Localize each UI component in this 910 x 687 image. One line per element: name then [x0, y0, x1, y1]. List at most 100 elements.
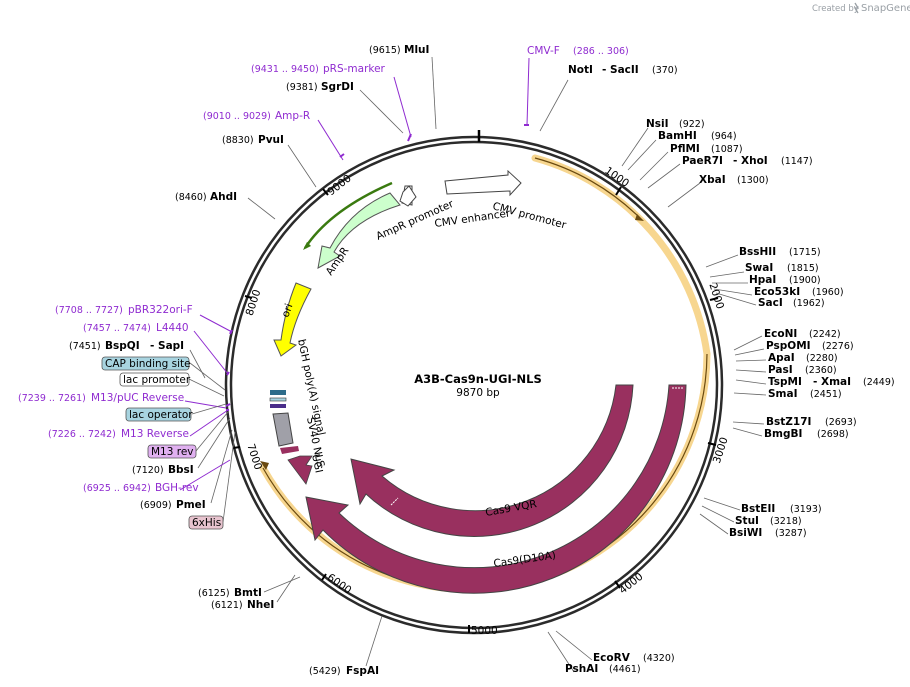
svg-text:(5429): (5429): [309, 666, 341, 677]
enzyme-notI[interactable]: NotI - SacII (370): [568, 64, 678, 76]
enzyme-ecoRV[interactable]: EcoRV (4320): [593, 652, 675, 664]
backbone-outer: [224, 135, 724, 635]
enzyme-bmgBI[interactable]: BmgBI (2698): [764, 428, 849, 440]
backbone-inner: [229, 140, 719, 630]
enzyme-nheI[interactable]: (6121) NheI: [211, 599, 274, 611]
svg-text:NheI: NheI: [247, 599, 274, 611]
enzyme-bssHII[interactable]: BssHII (1715): [739, 246, 821, 258]
enzyme-sgrDI[interactable]: (9381) SgrDI: [286, 81, 354, 93]
svg-text:NsiI: NsiI: [646, 118, 669, 130]
svg-text:EcoRV: EcoRV: [593, 652, 631, 664]
svg-text:NotI: NotI: [568, 64, 593, 76]
svg-text:BamHI: BamHI: [658, 130, 697, 142]
svg-text:PvuI: PvuI: [258, 134, 284, 146]
primer-m13-puc-reverse[interactable]: (7239 .. 7261) M13/pUC Reverse: [18, 392, 184, 404]
svg-text:EcoNI: EcoNI: [764, 328, 797, 340]
m13-rev-label[interactable]: M13 rev: [147, 444, 197, 459]
svg-text:- XmaI: - XmaI: [813, 376, 851, 388]
svg-text:(4320): (4320): [643, 653, 675, 664]
primer-amp-r[interactable]: (9010 .. 9029) Amp-R: [203, 110, 310, 122]
enzyme-bstEII[interactable]: BstEII (3193): [741, 503, 822, 515]
svg-text:(1960): (1960): [812, 287, 844, 298]
svg-text:BsiWI: BsiWI: [729, 527, 762, 539]
svg-text:(9381): (9381): [286, 82, 318, 93]
primer-prs-marker[interactable]: (9431 .. 9450) pRS-marker: [251, 63, 386, 75]
enzyme-pshAI[interactable]: PshAI (4461): [565, 663, 641, 675]
enzyme-apaI[interactable]: ApaI (2280): [768, 352, 838, 364]
svg-text:M13 Reverse: M13 Reverse: [121, 428, 189, 440]
svg-text:AhdI: AhdI: [210, 191, 237, 203]
svg-text:SmaI: SmaI: [768, 388, 798, 400]
lac-box-2: [269, 397, 287, 402]
enzyme-ahdI[interactable]: (8460) AhdI: [175, 191, 237, 203]
enzyme-bstZ17I[interactable]: BstZ17I (2693): [766, 416, 857, 428]
enzyme-tspMI[interactable]: TspMI - XmaI (2449): [768, 376, 895, 388]
svg-text:PspOMI: PspOMI: [766, 340, 811, 352]
enzyme-sacI[interactable]: SacI (1962): [758, 297, 825, 309]
sv40-nls-box: [280, 446, 299, 454]
enzyme-fspAI[interactable]: (5429) FspAI: [309, 665, 379, 677]
svg-text:FspAI: FspAI: [346, 665, 379, 677]
svg-text:pRS-marker: pRS-marker: [323, 63, 386, 75]
lac-promoter-label[interactable]: lac promoter: [119, 372, 191, 387]
svg-text:(7226 .. 7242): (7226 .. 7242): [48, 429, 116, 440]
tick-1000: 1000: [602, 165, 631, 190]
svg-text:HpaI: HpaI: [749, 274, 776, 286]
enzyme-pflMI[interactable]: PflMI (1087): [670, 143, 743, 155]
enzyme-paeR7I[interactable]: PaeR7I - XhoI (1147): [682, 155, 813, 167]
svg-text:BmtI: BmtI: [234, 587, 262, 599]
enzyme-eco53kI[interactable]: Eco53kI (1960): [754, 286, 844, 298]
enzyme-bmtI[interactable]: (6125) BmtI: [198, 587, 262, 599]
svg-text:lac operator: lac operator: [129, 409, 193, 421]
svg-text:BstZ17I: BstZ17I: [766, 416, 811, 428]
enzyme-pmeI[interactable]: (6909) PmeI: [140, 499, 206, 511]
enzyme-pvuI[interactable]: (8830) PvuI: [222, 134, 284, 146]
ampr-orf-band: [303, 181, 393, 249]
lac-operator-label[interactable]: lac operator: [125, 407, 193, 422]
ori-label: ori: [280, 302, 296, 319]
svg-text:BstEII: BstEII: [741, 503, 775, 515]
lac-box-1: [270, 390, 286, 395]
svg-text:(6121): (6121): [211, 600, 243, 611]
enzyme-bamHI[interactable]: BamHI (964): [658, 130, 737, 142]
enzyme-xbaI[interactable]: XbaI (1300): [699, 174, 769, 186]
primer-bgh-rev[interactable]: (6925 .. 6942) BGH-rev: [83, 482, 199, 494]
svg-text:(9431 .. 9450): (9431 .. 9450): [251, 64, 319, 75]
enzyme-nsiI[interactable]: NsiI (922): [646, 118, 705, 130]
svg-text:(2280): (2280): [806, 353, 838, 364]
svg-text:(6909): (6909): [140, 500, 172, 511]
enzyme-smaI[interactable]: SmaI (2451): [768, 388, 842, 400]
svg-text:PflMI: PflMI: [670, 143, 700, 155]
enzyme-pspOMI[interactable]: PspOMI (2276): [766, 340, 854, 352]
svg-text:(964): (964): [711, 131, 737, 142]
primer-pbr322ori-f[interactable]: (7708 .. 7727) pBR322ori-F: [55, 304, 193, 316]
svg-text:PasI: PasI: [768, 364, 793, 376]
enzyme-bsiWI[interactable]: BsiWI (3287): [729, 527, 807, 539]
svg-text:SgrDI: SgrDI: [321, 81, 354, 93]
svg-text:(3193): (3193): [790, 504, 822, 515]
cap-binding-site-label[interactable]: CAP binding site: [101, 356, 191, 371]
6xhis-label[interactable]: 6xHis: [188, 515, 224, 530]
enzyme-bspQI[interactable]: (7451) BspQI - SapI: [69, 340, 184, 352]
enzyme-bbsI[interactable]: (7120) BbsI: [132, 464, 194, 476]
lac-box-3: [270, 404, 286, 408]
svg-text:PmeI: PmeI: [176, 499, 206, 511]
svg-text:TspMI: TspMI: [768, 376, 802, 388]
enzyme-stuI[interactable]: StuI (3218): [735, 515, 802, 527]
svg-text:XbaI: XbaI: [699, 174, 726, 186]
primer-m13-reverse[interactable]: (7226 .. 7242) M13 Reverse: [48, 428, 189, 440]
primer-l4440[interactable]: (7457 .. 7474) L4440: [83, 322, 189, 334]
enzyme-hpaI[interactable]: HpaI (1900): [749, 274, 821, 286]
enzyme-mluI[interactable]: (9615) MluI: [369, 44, 429, 56]
svg-text:(1715): (1715): [789, 247, 821, 258]
svg-text:(2242): (2242): [809, 329, 841, 340]
svg-text:(3218): (3218): [770, 516, 802, 527]
svg-text:(9010 .. 9029): (9010 .. 9029): [203, 111, 271, 122]
enzyme-ecoNI[interactable]: EcoNI (2242): [764, 328, 841, 340]
enzyme-swaI[interactable]: SwaI (1815): [745, 262, 819, 274]
enzyme-pasI[interactable]: PasI (2360): [768, 364, 837, 376]
ampr-gene-arrow: [317, 192, 401, 269]
primer-cmv-f[interactable]: CMV-F (286 .. 306): [527, 45, 629, 57]
snapgene-brand: SnapGene: [861, 3, 910, 14]
svg-text:BspQI: BspQI: [105, 340, 140, 352]
